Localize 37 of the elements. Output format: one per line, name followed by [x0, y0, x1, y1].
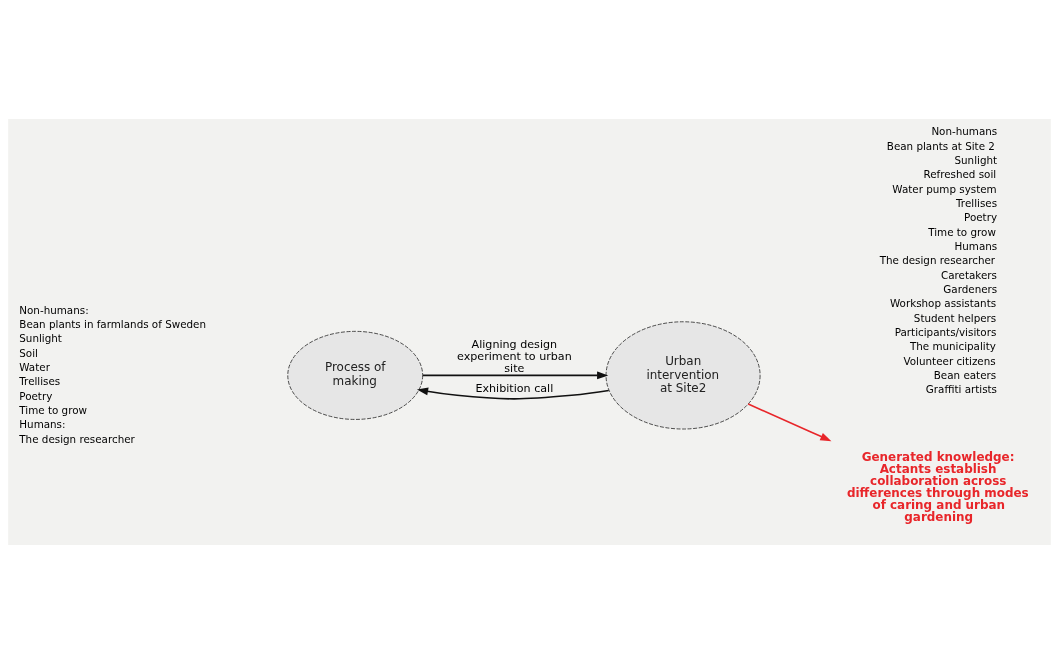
- arrow: [416, 387, 610, 400]
- node-label: Non-humans:: [19, 303, 89, 316]
- node-label: Bean plants in farmlands of Sweden: [19, 317, 207, 330]
- node-label: Trellises: [956, 196, 998, 209]
- node-label: Sunlight: [19, 332, 62, 345]
- node-text: Generated knowledge: Actants establish collaboration across differences through modes of caring and urban gardening: [846, 450, 1029, 525]
- node-label: Gardeners: [943, 282, 998, 295]
- node-label: Refreshed soil: [923, 168, 997, 181]
- node-label: Humans:: [19, 418, 66, 431]
- node-label: The municipality: [909, 340, 996, 353]
- node-label: Poetry: [964, 211, 998, 224]
- arrow: [422, 371, 609, 380]
- node-label: Trellises: [19, 375, 61, 388]
- node-label: Student helpers: [913, 311, 997, 324]
- node-label: Workshop assistants: [889, 297, 997, 310]
- node-label: Soil: [19, 346, 38, 359]
- node-label: Time to grow: [19, 403, 87, 416]
- edge-label: Aligning design experiment to urban site: [457, 338, 572, 376]
- node-label: Time to grow: [928, 225, 996, 238]
- node-label: Bean plants at Site 2: [886, 139, 995, 152]
- node-ellipse: Urban intervention at Site2: [605, 321, 761, 430]
- node-label: Bean eaters: [933, 368, 997, 381]
- node-label: Sunlight: [954, 153, 998, 166]
- node-label: Humans: [954, 239, 998, 252]
- node-label: Graffiti artists: [925, 383, 998, 396]
- node-label: Poetry: [19, 389, 53, 402]
- node-label: Caretakers: [940, 268, 997, 281]
- node-label: The design researcher: [879, 254, 996, 267]
- node-label: Non-humans: [931, 125, 998, 138]
- node-ellipse: Process of making: [287, 330, 424, 420]
- arrow: [747, 403, 832, 442]
- node-label: The design researcher: [19, 432, 135, 445]
- node-label: Water pump system: [892, 182, 997, 195]
- node-label: Water: [19, 360, 50, 373]
- node-label: Volunteer citizens: [903, 354, 996, 367]
- edge-label: Exhibition call: [475, 382, 554, 396]
- node-label: Participants/visitors: [894, 325, 997, 338]
